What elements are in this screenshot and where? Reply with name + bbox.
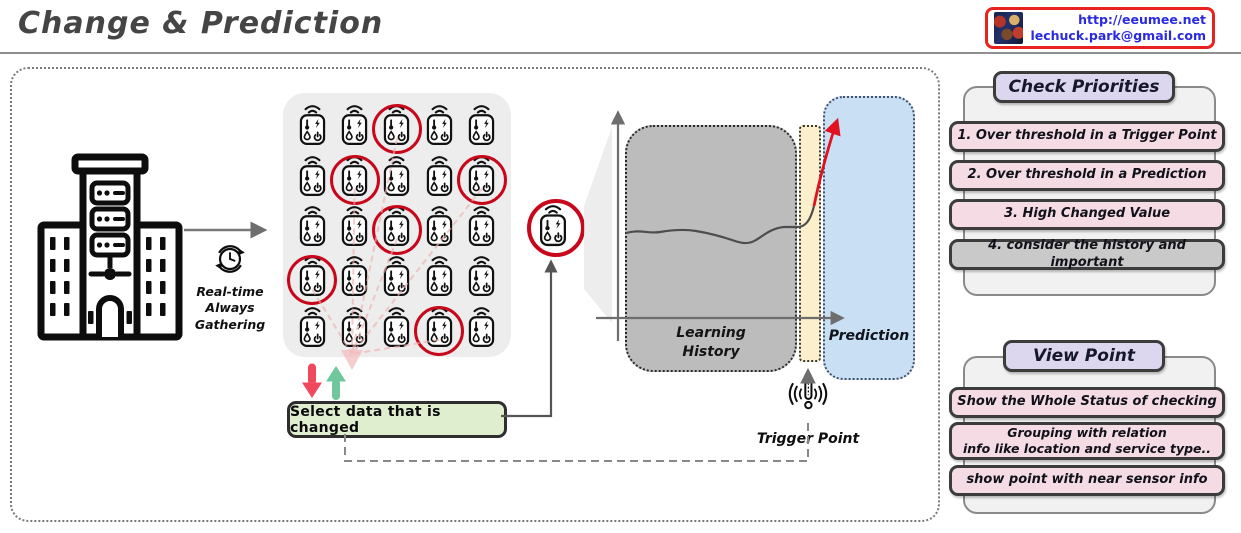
- learning-history-label: Learning History: [676, 325, 746, 361]
- sensor-grid-panel: [283, 93, 511, 357]
- sensor-node: [291, 149, 333, 199]
- contact-url-link[interactable]: http://eeumee.net: [1078, 11, 1206, 27]
- sensor-node: [461, 250, 503, 300]
- iot-sensor-icon: [294, 203, 331, 247]
- sensor-node: [461, 301, 503, 351]
- changed-sensor-ring: [456, 154, 507, 205]
- iot-sensor-icon: [378, 304, 415, 348]
- sensor-node: [376, 149, 418, 199]
- sensor-node: [333, 99, 375, 149]
- iot-sensor-icon: [421, 253, 458, 297]
- iot-sensor-icon: [421, 102, 458, 146]
- iot-sensor-icon: [294, 102, 331, 146]
- changed-sensor-ring: [414, 305, 465, 356]
- sensor-node: [372, 200, 422, 255]
- trigger-point-label: Trigger Point: [756, 431, 860, 447]
- sensor-node: [418, 200, 460, 250]
- iot-sensor-icon: [463, 304, 500, 348]
- contact-box: http://eeumee.net lechuck.park@gmail.com: [985, 7, 1215, 49]
- prediction-zone: Prediction: [823, 96, 915, 380]
- changed-sensor-ring: [287, 255, 338, 306]
- sensor-node: [333, 200, 375, 250]
- iot-sensor-icon: [378, 253, 415, 297]
- sensor-node: [461, 99, 503, 149]
- iot-sensor-icon: [463, 102, 500, 146]
- sensor-node: [329, 149, 380, 205]
- iot-sensor-icon: [336, 102, 373, 146]
- check-priorities-header: Check Priorities: [993, 71, 1175, 103]
- sensor-node: [418, 149, 460, 199]
- learning-history-zone: Learning History: [625, 125, 797, 372]
- iot-sensor-icon: [463, 253, 500, 297]
- changed-sensor-ring: [372, 104, 422, 155]
- priority-item-3: 3. High Changed Value: [949, 199, 1225, 230]
- selected-sensor-ring: [527, 199, 585, 257]
- priority-item-1: 1. Over threshold in a Trigger Point: [949, 121, 1225, 152]
- iot-sensor-icon: [336, 203, 373, 247]
- priority-item-2: 2. Over threshold in a Prediction: [949, 160, 1225, 191]
- iot-sensor-icon: [336, 253, 373, 297]
- sensor-node: [414, 301, 465, 356]
- iot-sensor-icon: [294, 153, 331, 197]
- prediction-label: Prediction: [828, 328, 910, 344]
- sensor-node: [291, 301, 333, 351]
- iot-sensor-icon: [421, 153, 458, 197]
- datacenter-building-icon: [37, 153, 183, 341]
- view-point-item-3: show point with near sensor info: [949, 465, 1225, 496]
- sensor-node: [333, 250, 375, 300]
- change-arrows-icon: [302, 363, 346, 400]
- green-up-arrow-icon: [326, 366, 346, 400]
- sensor-node: [418, 250, 460, 300]
- title-underline: [0, 52, 1241, 54]
- iot-sensor-icon: [378, 153, 415, 197]
- iot-sensor-icon: [336, 304, 373, 348]
- changed-sensor-ring: [372, 204, 422, 255]
- view-point-item-1: Show the Whole Status of checking: [949, 387, 1225, 418]
- sensor-node: [287, 250, 338, 306]
- sensor-node: [461, 200, 503, 250]
- sensor-node: [291, 99, 333, 149]
- page-title: Change & Prediction: [18, 6, 384, 41]
- contact-logo-image: [994, 12, 1024, 44]
- sensor-node: [333, 301, 375, 351]
- sensor-node: [372, 99, 422, 155]
- sensor-node: [376, 250, 418, 300]
- sensor-node: [291, 200, 333, 250]
- iot-sensor-icon: [463, 203, 500, 247]
- contact-email-link[interactable]: lechuck.park@gmail.com: [1030, 28, 1206, 43]
- view-point-item-2: Grouping with relation info like locatio…: [949, 422, 1225, 460]
- gathering-caption: Real-time Always Gathering: [194, 284, 266, 332]
- alert-exclamation-icon: [788, 377, 828, 410]
- select-changed-data-box: Select data that is changed: [287, 401, 507, 438]
- sensor-node: [456, 149, 507, 205]
- trigger-point-zone: [799, 125, 821, 362]
- main-diagram-canvas: [10, 67, 940, 522]
- sensor-node: [418, 99, 460, 149]
- iot-sensor-icon: [421, 203, 458, 247]
- view-point-header: View Point: [1003, 340, 1165, 372]
- iot-sensor-icon: [294, 304, 331, 348]
- sensor-node: [376, 301, 418, 351]
- realtime-sync-clock-icon: [215, 245, 245, 273]
- priority-item-4: 4. consider the history and important: [949, 238, 1225, 270]
- red-down-arrow-icon: [302, 363, 322, 398]
- changed-sensor-ring: [329, 154, 380, 205]
